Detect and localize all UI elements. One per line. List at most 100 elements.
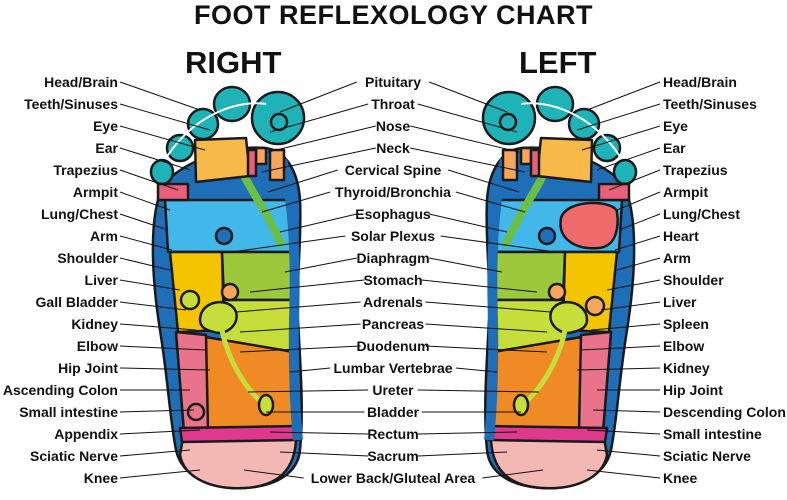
left-label-8: Arm: [663, 250, 692, 266]
left-label-17: Sciatic Nerve: [663, 448, 751, 464]
right-leader-12: [119, 345, 207, 351]
left-leader-11: [590, 323, 661, 331]
right-label-4: Trapezius: [53, 162, 118, 178]
center-leader-right-1: [269, 103, 369, 133]
right-label-15: Small intestine: [19, 404, 118, 420]
left-label-1: Teeth/Sinuses: [663, 96, 757, 112]
right-label-14: Ascending Colon: [2, 382, 118, 398]
left-leader-0: [586, 81, 661, 111]
center-leader-left-14: [417, 389, 540, 393]
right-leader-0: [119, 81, 201, 111]
left-label-13: Kidney: [663, 360, 710, 376]
left-leader-5: [616, 191, 661, 211]
left-leader-3: [596, 147, 661, 171]
left-label-12: Elbow: [663, 338, 705, 354]
right-head-zone: [193, 136, 252, 184]
left-label-9: Shoulder: [663, 272, 724, 288]
center-label-7: Solar Plexus: [350, 228, 436, 244]
center-leader-left-2: [410, 125, 520, 153]
left-leader-2: [581, 125, 661, 151]
right-leader-3: [119, 147, 191, 171]
right-leader-7: [119, 235, 173, 251]
center-leader-right-7: [231, 235, 346, 253]
center-leader-left-13: [455, 367, 498, 373]
left-label-2: Eye: [663, 118, 688, 134]
center-label-18: Lower Back/Gluteal Area: [310, 470, 476, 486]
center-label-1: Throat: [371, 96, 415, 112]
right-leader-6: [119, 213, 169, 231]
left-label-6: Lung/Chest: [663, 206, 740, 222]
right-leader-4: [119, 169, 179, 191]
right-leader-5: [119, 191, 171, 211]
right-label-12: Elbow: [76, 338, 118, 354]
right-leader-2: [119, 125, 206, 151]
left-label-18: Knee: [663, 470, 698, 486]
center-leader-left-6: [429, 213, 508, 233]
center-label-14: Ureter: [372, 382, 414, 398]
right-leader-1: [119, 103, 211, 131]
center-leader-left-12: [425, 345, 548, 353]
center-leader-left-17: [417, 451, 508, 457]
right-leader-9: [119, 279, 181, 291]
right-label-10: Gall Bladder: [35, 294, 118, 310]
center-label-10: Adrenals: [363, 294, 423, 310]
left-label-10: Liver: [663, 294, 697, 310]
center-label-4: Cervical Spine: [344, 162, 442, 178]
center-leader-right-11: [239, 323, 361, 333]
right-label-5: Armpit: [72, 184, 118, 200]
center-label-16: Rectum: [367, 426, 419, 442]
left-leader-4: [608, 169, 661, 191]
center-leader-left-1: [417, 103, 518, 133]
center-leader-left-18: [482, 469, 544, 479]
center-label-17: Sacrum: [367, 448, 419, 464]
right-label-7: Arm: [89, 228, 118, 244]
center-label-12: Duodenum: [356, 338, 430, 354]
right-foot: [149, 85, 306, 490]
center-leader-right-0: [279, 81, 357, 113]
center-leader-right-8: [284, 257, 357, 273]
center-leader-left-11: [425, 323, 548, 333]
center-label-3: Neck: [376, 140, 410, 156]
center-leader-left-8: [429, 257, 503, 273]
left-label-11: Spleen: [663, 316, 709, 332]
right-label-11: Kidney: [71, 316, 118, 332]
left-label-4: Trapezius: [663, 162, 728, 178]
right-leader-16: [119, 429, 201, 435]
left-foot: [481, 85, 638, 490]
center-leader-left-10: [425, 301, 552, 313]
left-leader-13: [576, 367, 661, 371]
center-leader-right-18: [243, 469, 304, 479]
left-leader-18: [586, 469, 661, 479]
left-leader-6: [618, 213, 661, 231]
left-leader-15: [592, 409, 661, 413]
center-leader-right-17: [279, 451, 369, 457]
left-label-0: Head/Brain: [663, 74, 737, 90]
center-leader-right-3: [261, 147, 376, 173]
center-leader-right-14: [247, 389, 369, 393]
right-heel: [178, 428, 298, 490]
center-label-13: Lumbar Vertebrae: [333, 360, 453, 376]
right-sciatic: [178, 424, 300, 444]
center-leader-left-5: [455, 191, 526, 213]
center-label-15: Bladder: [366, 404, 420, 420]
left-leader-8: [616, 257, 661, 271]
left-label-7: Heart: [663, 228, 699, 244]
right-leader-10: [119, 301, 187, 311]
center-leader-left-0: [429, 81, 508, 113]
center-label-8: Diaphragm: [356, 250, 430, 266]
center-leader-left-4: [448, 169, 520, 193]
right-leader-15: [119, 409, 195, 413]
chart-title: FOOT REFLEXOLOGY CHART: [193, 0, 593, 30]
left-leader-17: [596, 449, 661, 457]
center-leader-right-12: [239, 345, 361, 353]
left-label-5: Armpit: [663, 184, 709, 200]
center-label-11: Pancreas: [361, 316, 425, 332]
center-leader-right-16: [269, 431, 369, 435]
center-label-5: Thyroid/Bronchia: [335, 184, 451, 200]
center-leader-right-2: [267, 125, 376, 153]
center-leader-right-13: [289, 367, 331, 373]
right-label-2: Eye: [93, 118, 118, 134]
left-leader-1: [576, 103, 661, 131]
